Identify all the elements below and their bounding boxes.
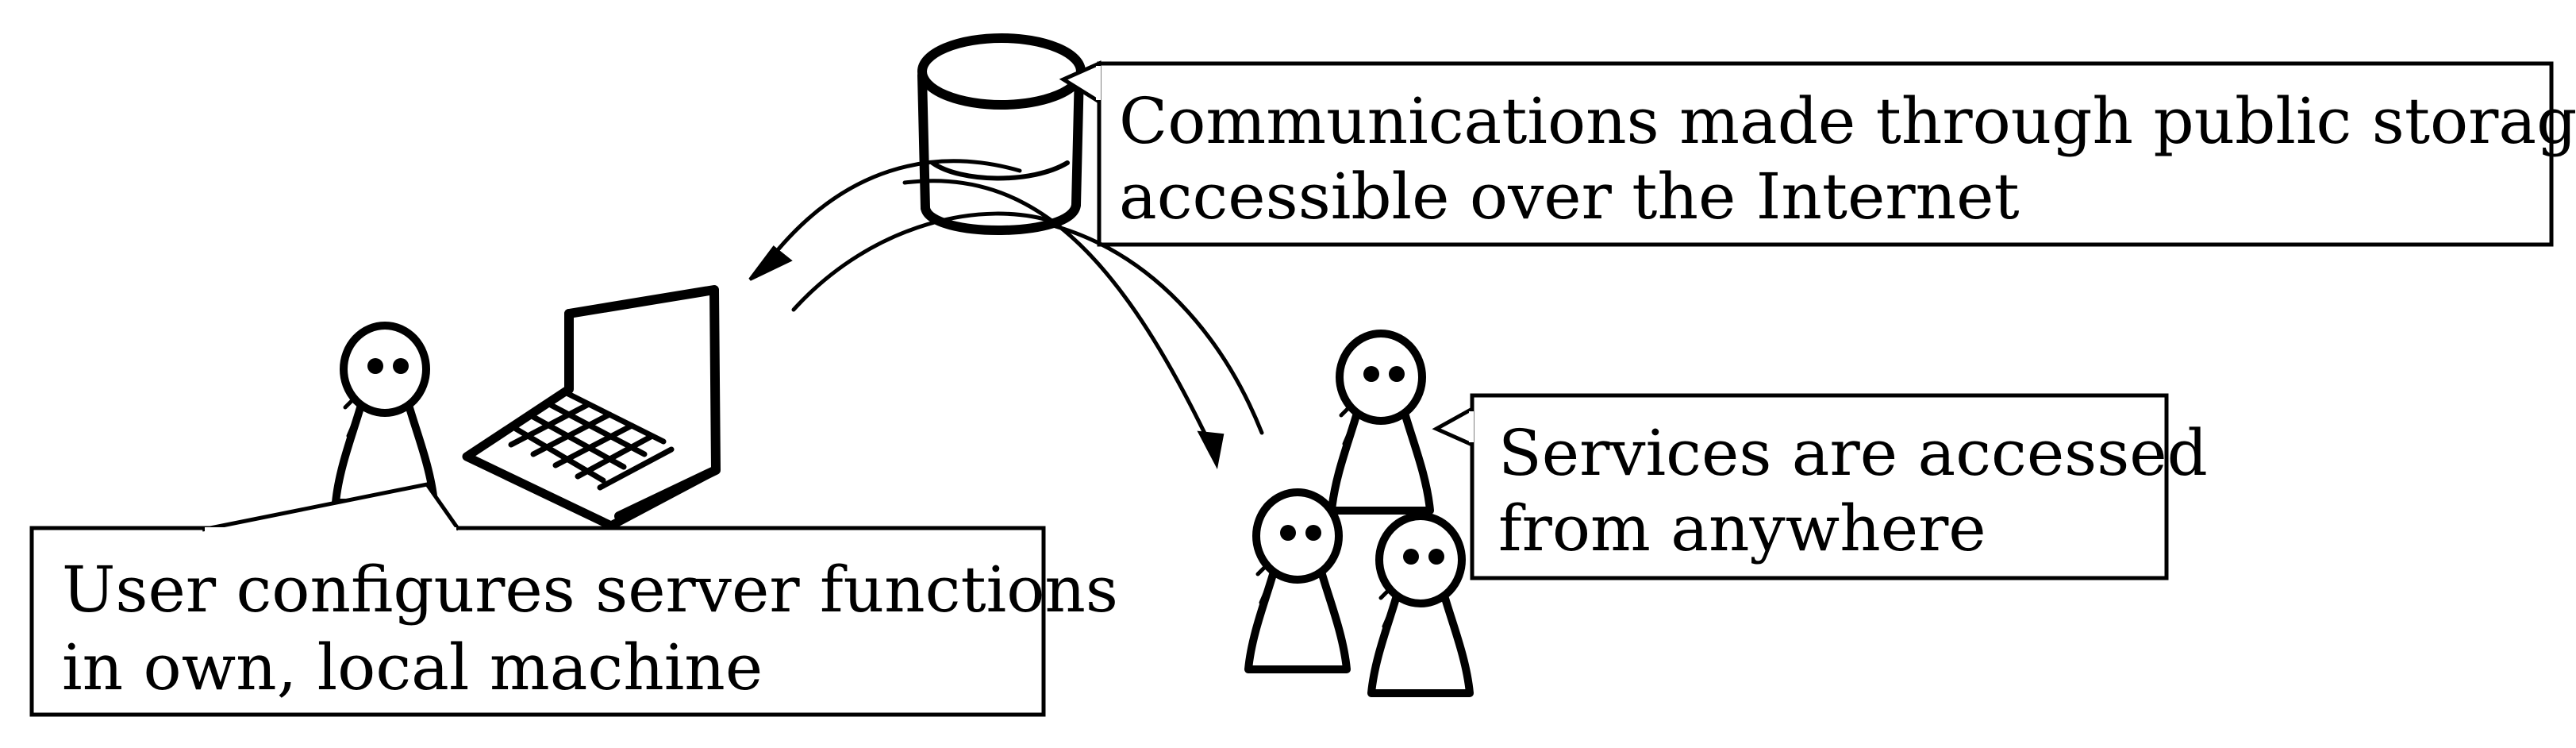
services-caption-line2: from anywhere: [1498, 492, 1986, 565]
arrow-from-services: [1053, 224, 1264, 435]
user-person-icon: [336, 326, 434, 503]
storage-caption-line1: Communications made through public stora…: [1119, 84, 2576, 158]
arrow-from-user: [791, 211, 1058, 312]
services-caption-line1: Services are accessed: [1498, 416, 2208, 490]
services-callout: Services are accessed from anywhere: [1432, 393, 2208, 580]
storage-caption-line2: accessible over the Internet: [1119, 160, 2020, 233]
service-person-icon: [1248, 492, 1347, 669]
arrow-to-user: [748, 159, 1022, 281]
arrow-to-services: [902, 179, 1225, 470]
service-person-icon: [1371, 516, 1470, 693]
user-caption-line1: User configures server functions: [62, 553, 1118, 627]
database-icon: [917, 33, 1086, 235]
laptop-icon: [462, 285, 721, 530]
user-caption-line2: in own, local machine: [62, 630, 763, 704]
storage-callout: Communications made through public stora…: [1059, 60, 2576, 247]
service-person-icon: [1332, 334, 1430, 511]
user-callout: User configures server functions in own,…: [29, 482, 1118, 717]
